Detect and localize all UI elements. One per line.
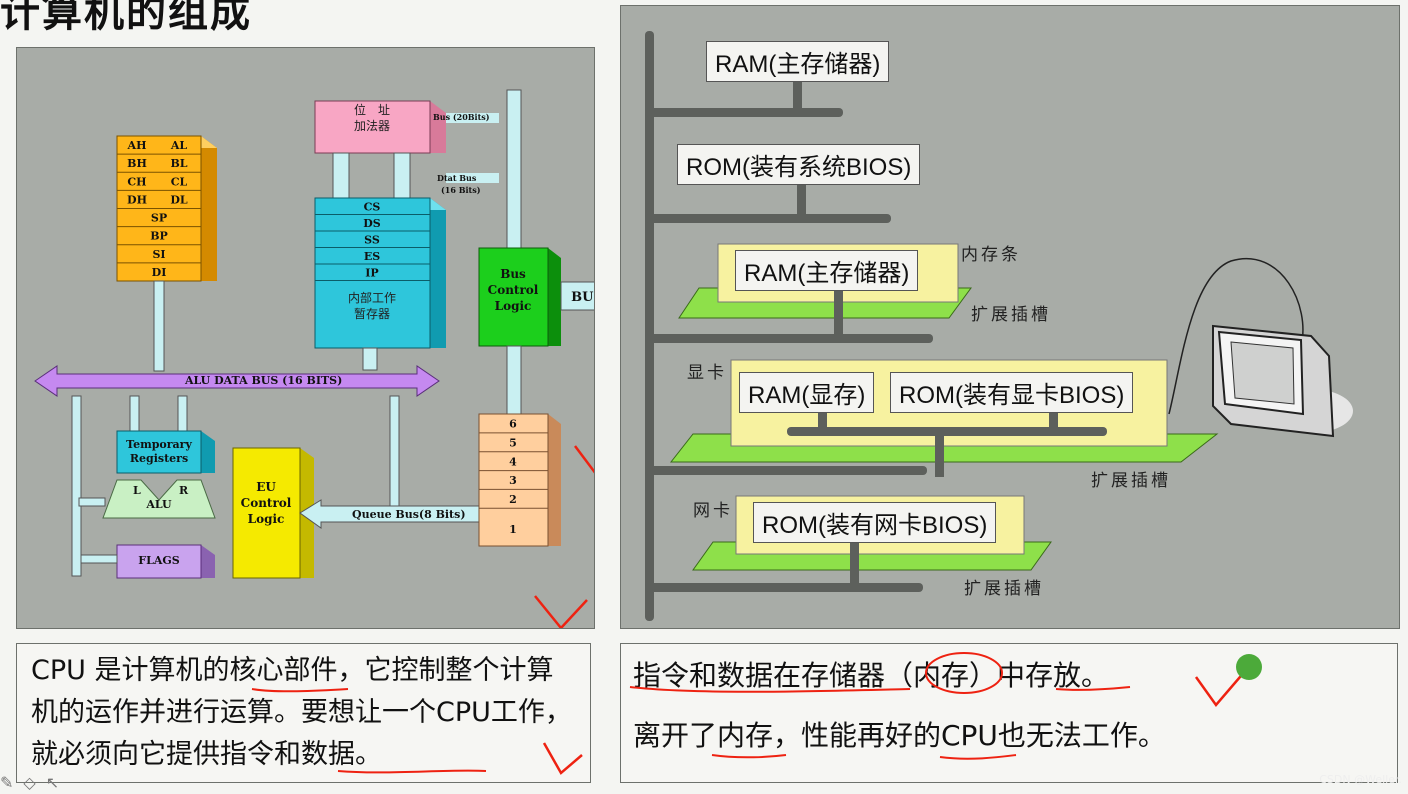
expansion-slot-label-3: 扩展插槽 <box>964 579 1044 599</box>
register-label: AL <box>170 139 188 152</box>
segment-register-label: DS <box>363 217 381 230</box>
memory-caption: 指令和数据在存储器（内存）中存放。 离开了内存，性能再好的CPU也无法工作。 <box>620 643 1398 783</box>
address-adder-label-1: 位 址 <box>354 102 390 117</box>
address-bus-label: Bus (20Bits) <box>433 112 490 122</box>
pointer-icon[interactable]: ↖ <box>45 773 60 792</box>
memory-diagram-panel: RAM(主存储器) ROM(装有系统BIOS) RAM(主存储器) 内存条 扩展… <box>620 5 1400 629</box>
queue-slot-label: 1 <box>509 523 517 536</box>
eu-control-label-1: EU <box>256 480 276 494</box>
ram-stick-label: RAM(主存储器) <box>735 250 919 291</box>
register-label: BP <box>150 230 168 243</box>
check-mark-2 <box>534 595 588 628</box>
queue-slot-label: 4 <box>509 455 517 468</box>
bus-control-label-3: Logic <box>495 299 532 313</box>
queue-slot-label: 2 <box>509 493 517 506</box>
register-label: BL <box>170 157 187 170</box>
alu-port-r: R <box>179 484 189 497</box>
segment-register-label: IP <box>365 267 378 280</box>
expansion-slot-label-1: 扩展插槽 <box>971 305 1051 325</box>
register-label: SI <box>152 248 165 261</box>
alu-data-bus-label: ALU DATA BUS (16 BITS) <box>184 374 342 387</box>
pen-icon[interactable]: ✎ <box>0 773 14 792</box>
queue-bus-label: Queue Bus(8 Bits) <box>352 508 466 521</box>
graphics-card-label: 显卡 <box>687 363 727 383</box>
queue-slot-label: 5 <box>509 436 517 449</box>
address-adder-label-2: 加法器 <box>354 119 390 133</box>
alu-port-l: L <box>133 484 141 497</box>
small-data-bus-label-1: Dtat Bus <box>437 173 477 183</box>
alu-label: ALU <box>145 498 172 511</box>
temporary-label-2: Registers <box>130 452 188 465</box>
memory-caption-line-1: 指令和数据在存储器（内存）中存放。 <box>633 659 1110 692</box>
small-data-bus-label-2: (16 Bits) <box>441 185 481 195</box>
memory-caption-line-2: 离开了内存，性能再好的CPU也无法工作。 <box>633 719 1166 752</box>
eu-control-label-2: Control <box>241 496 292 510</box>
cpu-caption-text: CPU 是计算机的核心部件，它控制整个计算机的运作并进行运算。要想让一个CPU工… <box>31 655 572 770</box>
alu: L R ALU <box>102 479 216 519</box>
monitor-icon <box>1212 324 1353 438</box>
queue-slot-label: 6 <box>509 418 517 431</box>
eraser-icon[interactable]: ◇ <box>23 773 36 792</box>
internal-regs-label-1: 内部工作 <box>348 290 396 305</box>
vram-label: RAM(显存) <box>739 372 875 413</box>
alu-data-bus: ALU DATA BUS (16 BITS) <box>34 365 440 397</box>
register-label: BH <box>127 157 147 170</box>
flags: FLAGS <box>116 544 215 579</box>
segment-register-label: CS <box>364 201 381 214</box>
internal-regs-label-2: 暂存器 <box>354 307 390 321</box>
bus-control-label-1: Bus <box>500 267 526 281</box>
page-title: 计算机的组成 <box>0 0 252 36</box>
eu-control-logic: EU Control Logic <box>232 447 314 579</box>
bus-control-logic: Bus Control Logic <box>478 247 561 347</box>
watermark: CSDN @Weller. <box>1319 773 1402 786</box>
register-label: SP <box>151 212 167 225</box>
instruction-queue: 6 5 4 3 2 1 <box>478 413 561 547</box>
rom-system-bios-label: ROM(装有系统BIOS) <box>677 144 921 185</box>
ram-main-label: RAM(主存储器) <box>706 41 890 82</box>
gpu-bios-label: ROM(装有显卡BIOS) <box>890 372 1134 413</box>
register-label: DI <box>152 266 167 279</box>
register-label: DL <box>170 193 188 206</box>
segment-registers: CS DS SS ES IP 内部工作 暂存器 <box>314 197 446 349</box>
register-label: CL <box>171 175 188 188</box>
address-adder: 位 址 加法器 <box>314 100 446 154</box>
eu-control-label-3: Logic <box>248 512 285 526</box>
register-label: DH <box>127 193 147 206</box>
bus-label: BUS <box>571 290 594 305</box>
check-mark-1 <box>574 445 594 474</box>
bus-control-label-2: Control <box>488 283 539 297</box>
annotation-toolbar: ✎ ◇ ↖ <box>0 773 59 792</box>
segment-register-label: ES <box>364 250 380 263</box>
cpu-caption: CPU 是计算机的核心部件，它控制整个计算机的运作并进行运算。要想让一个CPU工… <box>16 643 591 783</box>
register-label: CH <box>127 175 146 188</box>
network-card-label: 网卡 <box>693 501 733 521</box>
memory-stick-label: 内存条 <box>961 245 1021 265</box>
temporary-label-1: Temporary <box>126 438 192 451</box>
segment-register-label: SS <box>364 234 380 247</box>
expansion-slot-label-2: 扩展插槽 <box>1091 471 1171 491</box>
nic-bios-label: ROM(装有网卡BIOS) <box>753 502 997 543</box>
queue-slot-label: 3 <box>509 474 517 487</box>
temporary-registers: Temporary Registers <box>116 430 215 474</box>
register-label: AH <box>127 139 147 152</box>
flags-label: FLAGS <box>138 554 179 567</box>
